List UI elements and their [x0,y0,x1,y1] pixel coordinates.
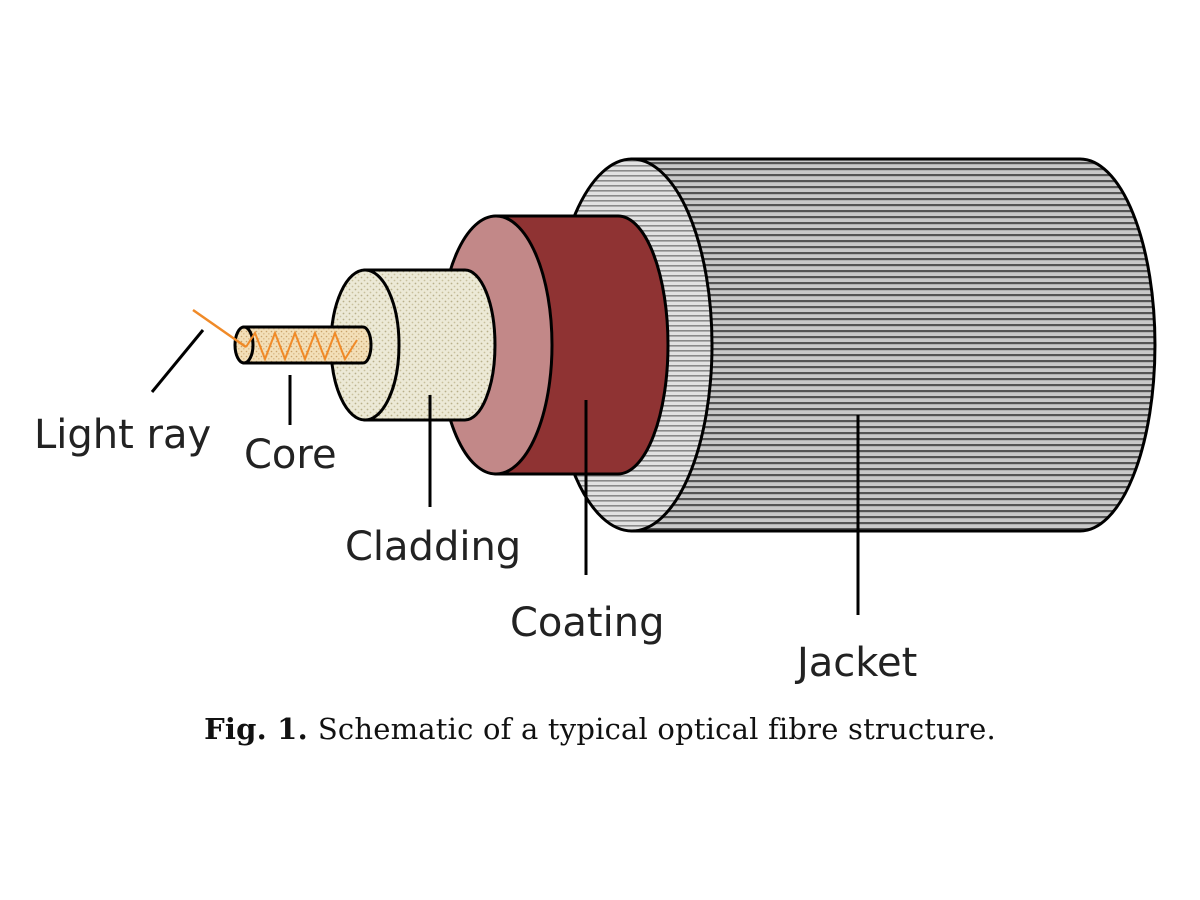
figure-number: Fig. 1. [204,712,308,746]
figure-caption-text: Schematic of a typical optical fibre str… [317,712,996,746]
cladding-layer [329,268,497,422]
light-ray-label: Light ray [34,412,211,458]
core-layer [233,325,373,365]
light-ray-incident [192,308,247,349]
figure-caption: Fig. 1. Schematic of a typical optical fi… [0,712,1200,746]
cladding-label: Cladding [345,524,521,570]
jacket-body [630,157,1157,533]
core-label: Core [244,432,337,478]
jacket-label: Jacket [794,640,917,686]
light-ray-zigzag [245,330,358,362]
leader-lines [150,329,860,615]
core-body [242,325,373,365]
light-ray-leader [150,329,205,393]
cladding-body [363,268,497,422]
coating-label: Coating [510,600,664,646]
